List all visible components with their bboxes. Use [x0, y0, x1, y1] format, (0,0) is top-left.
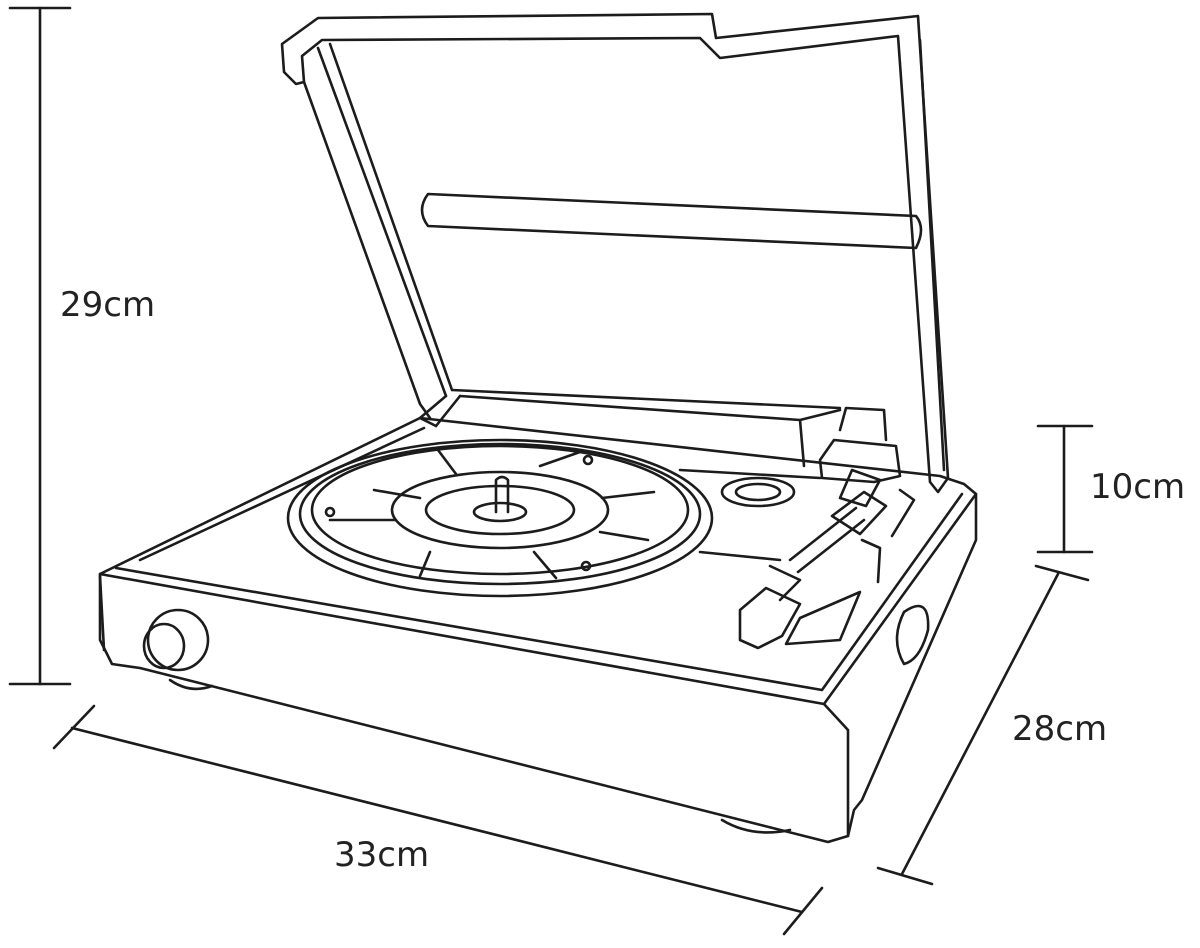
volume-knob [142, 608, 210, 672]
height-dimension-line [8, 6, 72, 686]
width-label: 33cm [334, 835, 430, 875]
height-label: 29cm [60, 285, 156, 325]
side-speaker [895, 604, 930, 666]
platter [286, 438, 714, 598]
base-height-label: 10cm [1090, 467, 1186, 507]
base-height-dimension-line [1036, 424, 1094, 554]
tonearm [678, 406, 916, 650]
width-dimension-line [52, 704, 824, 936]
turntable-lid [280, 12, 950, 494]
depth-dimension-line [876, 564, 1090, 886]
turntable-base [98, 416, 978, 844]
depth-label: 28cm [1012, 709, 1108, 749]
